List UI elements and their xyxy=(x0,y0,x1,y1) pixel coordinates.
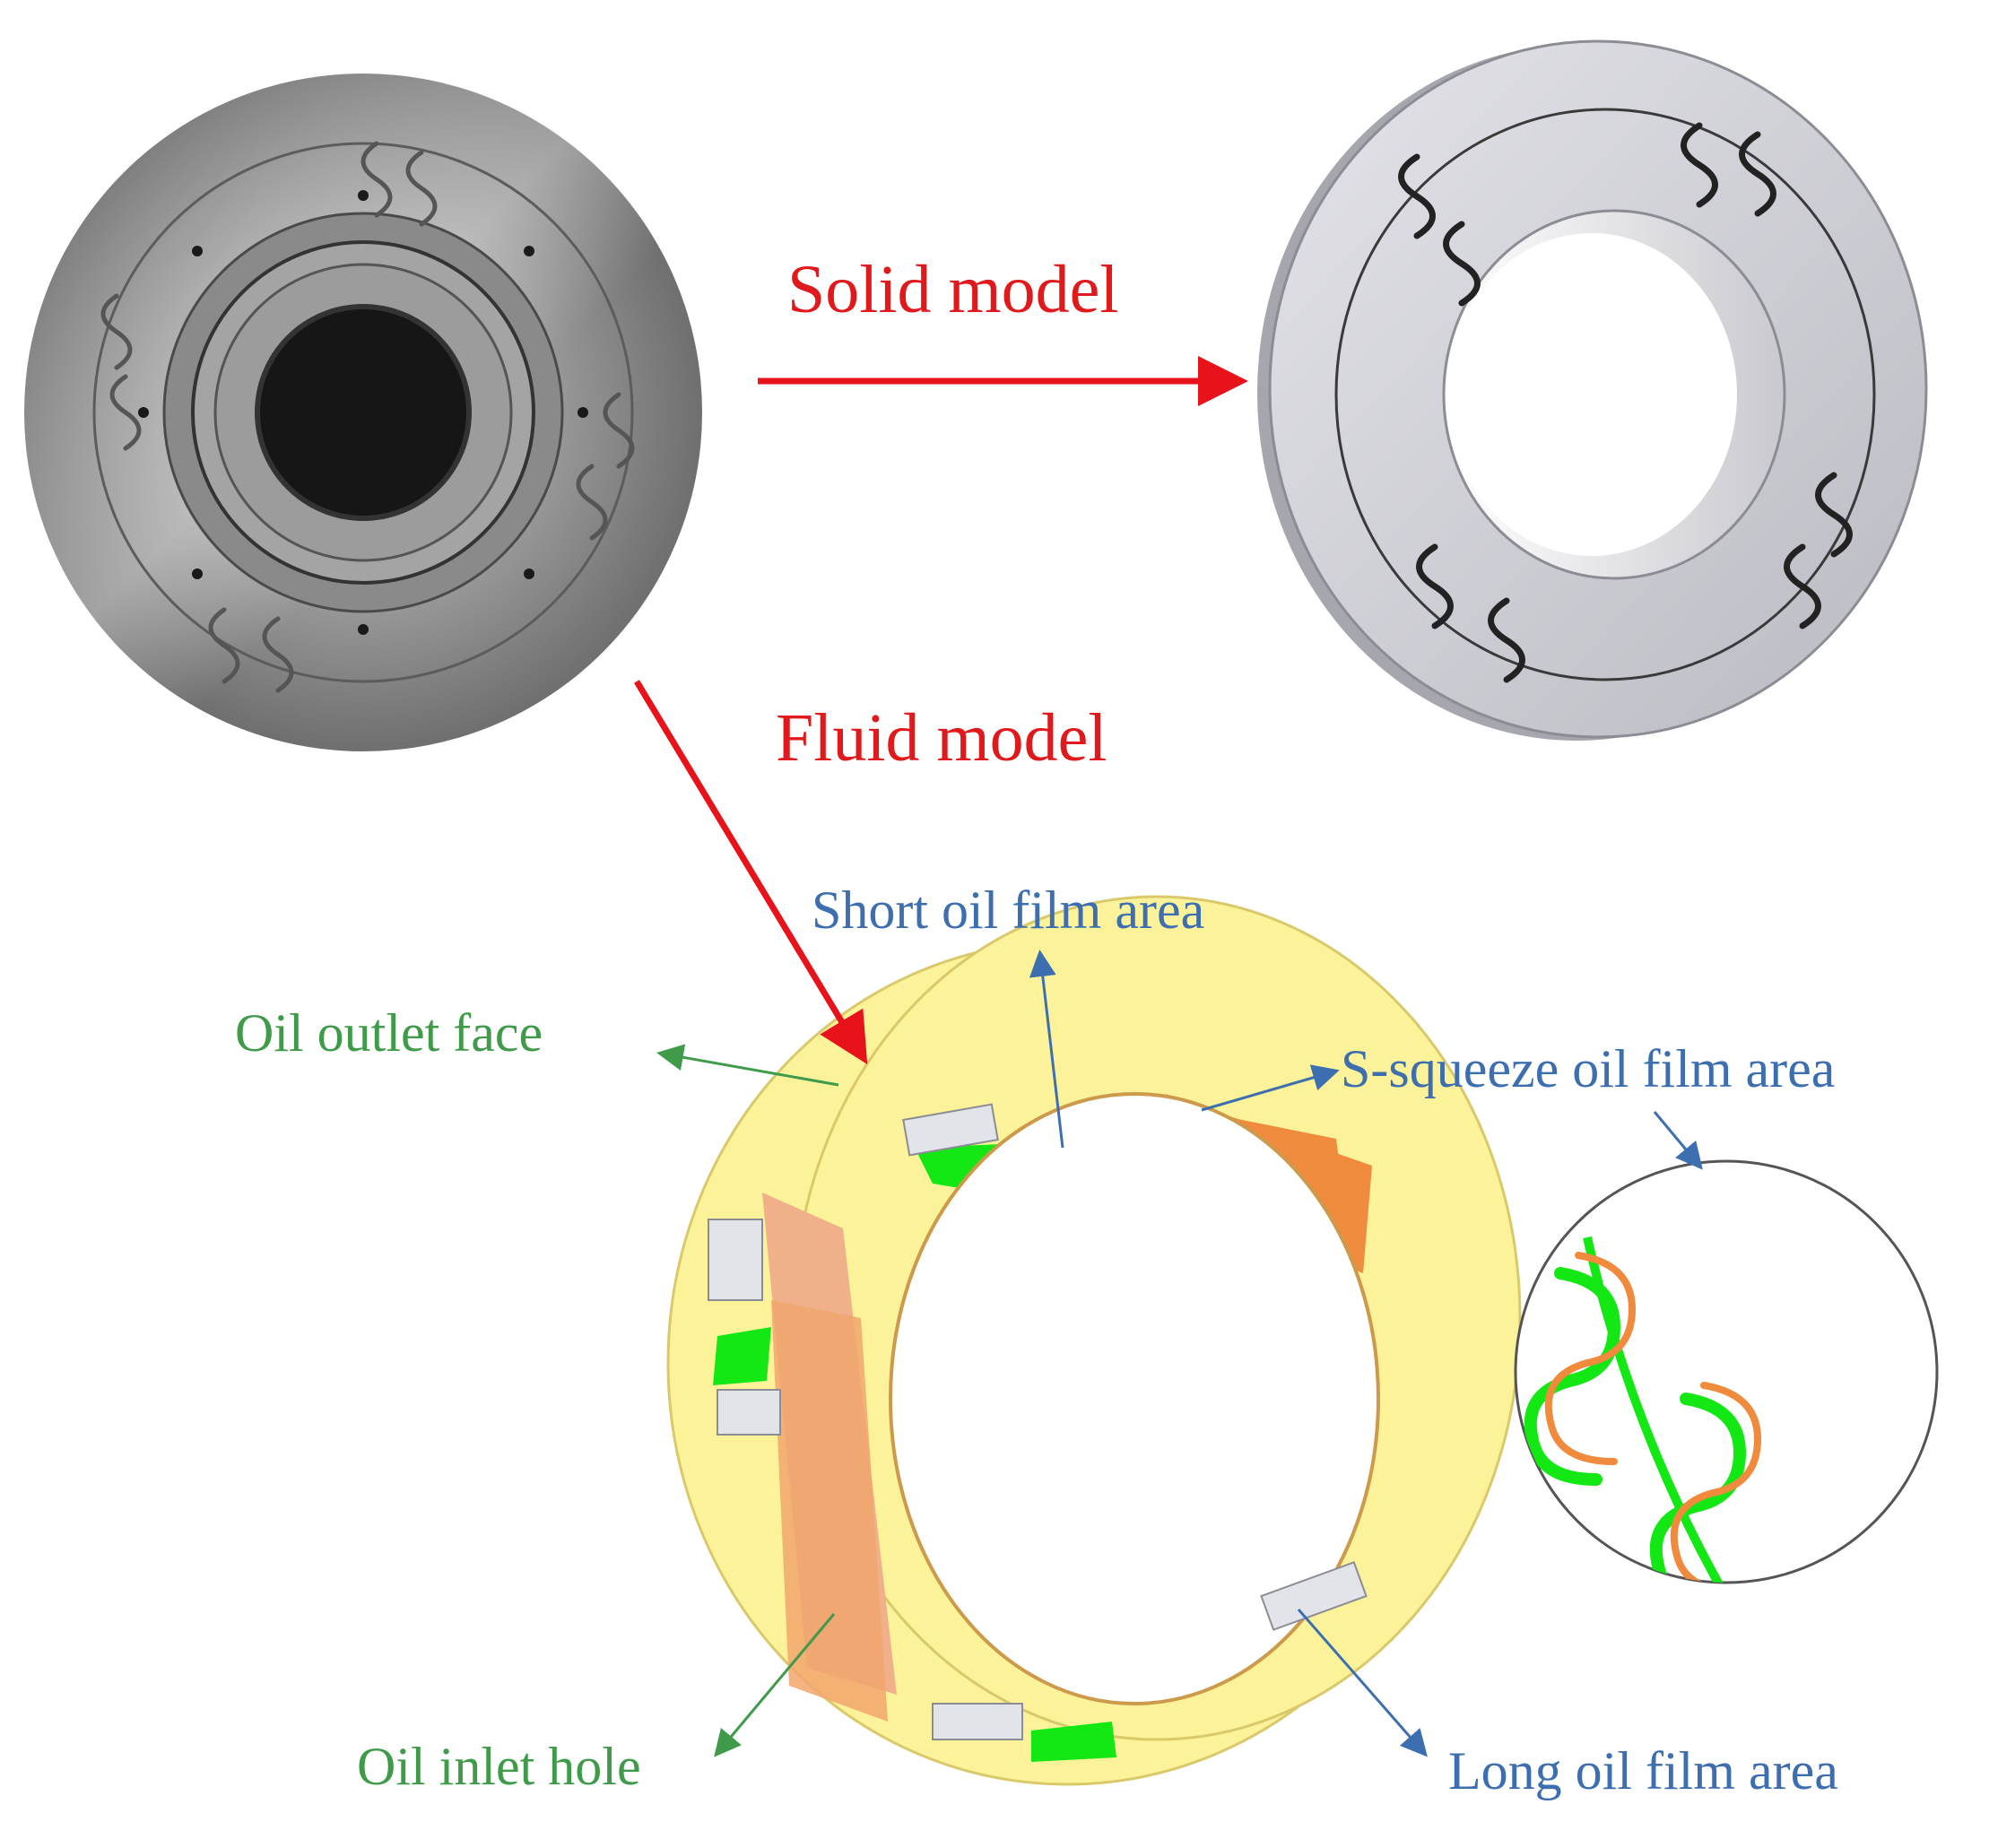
s-squeeze-oil-film-area-label: S-squeeze oil film area xyxy=(1341,1039,1836,1098)
long-oil-film-pointer xyxy=(1297,1609,1428,1757)
metal-bearing-photo xyxy=(24,74,702,751)
oil-inlet-hole-label: Oil inlet hole xyxy=(357,1737,641,1796)
oil-outlet-face-label: Oil outlet face xyxy=(235,1003,543,1063)
cad-solid-model xyxy=(1257,39,1928,741)
short-oil-film-pointer xyxy=(1029,950,1064,1149)
fluid-model-label: Fluid model xyxy=(776,700,1107,776)
long-oil-film-area-label: Long oil film area xyxy=(1448,1741,1838,1800)
short-oil-film-area-label: Short oil film area xyxy=(812,881,1205,940)
fluid-model-arrow xyxy=(634,680,868,1064)
oil-inlet-pointer xyxy=(714,1613,836,1757)
solid-model-label: Solid model xyxy=(787,252,1119,327)
s-groove-detail-circle xyxy=(1514,1159,1939,1584)
oil-outlet-pointer xyxy=(656,1044,839,1087)
fluid-film-model xyxy=(666,895,1522,1786)
s-squeeze-pointer xyxy=(1201,1064,1340,1112)
detail-pointer xyxy=(1653,1111,1703,1170)
